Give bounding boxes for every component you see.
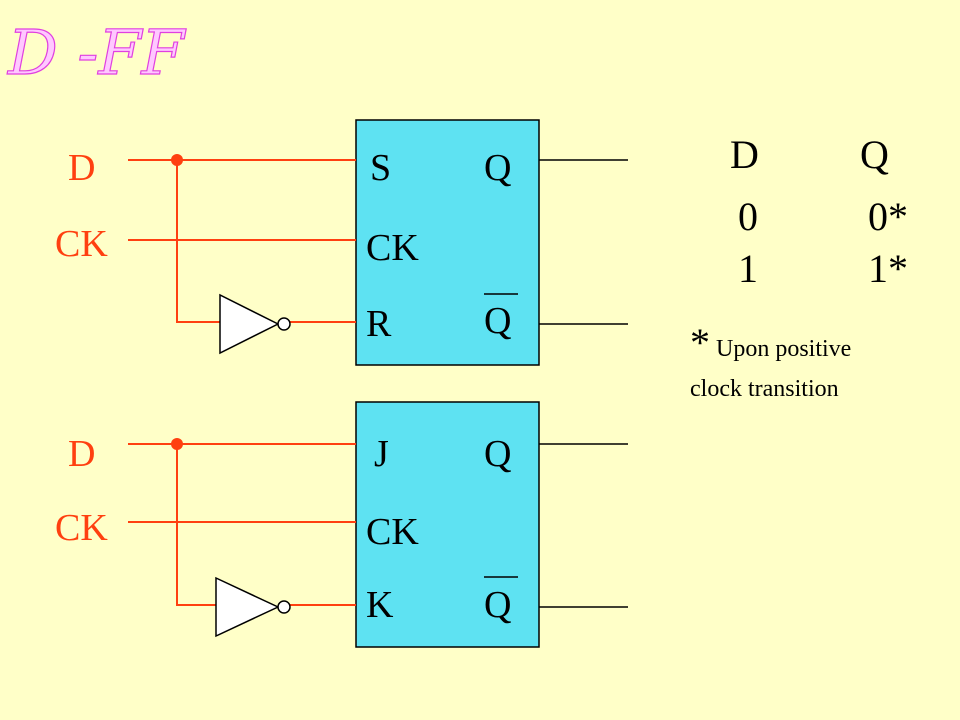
jk-pin-k-label: K — [366, 584, 394, 626]
jk-inverter-symbol — [215, 576, 280, 638]
footnote-text-1: Upon positive — [710, 336, 851, 362]
truth-table-cell: 0* — [868, 194, 908, 239]
sr-branch-wire — [176, 160, 220, 323]
sr-pin-r-label: R — [366, 303, 392, 345]
sr-inverter-bubble — [277, 317, 291, 331]
sr-inverter-symbol — [219, 293, 280, 355]
jk-pin-j-label: J — [374, 433, 389, 475]
jk-junction-dot — [171, 438, 183, 450]
sr-pin-s-label: S — [370, 147, 391, 189]
jk-input-d-label: D — [68, 433, 95, 475]
jk-out-q-label: Q — [484, 433, 511, 475]
truth-table-cell: 0 — [738, 194, 758, 239]
sr-input-d-label: D — [68, 147, 95, 189]
jk-input-ck-label: CK — [55, 507, 108, 549]
sr-pin-ck-label: CK — [366, 227, 419, 269]
footnote-line-2: clock transition — [690, 376, 839, 402]
jk-branch-wire — [176, 444, 216, 606]
jk-inverter-bubble — [277, 600, 291, 614]
footnote: * Upon positive clock transition — [690, 320, 851, 402]
sr-input-ck-label: CK — [55, 223, 108, 265]
footnote-line-1: * Upon positive — [690, 320, 851, 365]
truth-table-header-q: Q — [860, 132, 889, 177]
jk-flipflop-circuit: D CK J CK K Q Q — [55, 401, 628, 648]
sr-out-q-label: Q — [484, 147, 511, 189]
truth-table: D Q 0 0* 1 1* — [730, 132, 908, 291]
sr-out-qbar-label: Q — [484, 300, 511, 342]
jk-out-qbar-label: Q — [484, 584, 511, 626]
truth-table-cell: 1 — [738, 246, 758, 291]
slide-title: D -FF — [7, 16, 186, 89]
jk-pin-ck-label: CK — [366, 511, 419, 553]
sr-flipflop-circuit: D CK S CK R Q Q — [55, 119, 628, 366]
sr-flipflop-block — [355, 119, 540, 366]
truth-table-header-d: D — [730, 132, 759, 177]
sr-junction-dot — [171, 154, 183, 166]
jk-flipflop-block — [355, 401, 540, 648]
truth-table-cell: 1* — [868, 246, 908, 291]
footnote-star: * — [690, 320, 710, 365]
